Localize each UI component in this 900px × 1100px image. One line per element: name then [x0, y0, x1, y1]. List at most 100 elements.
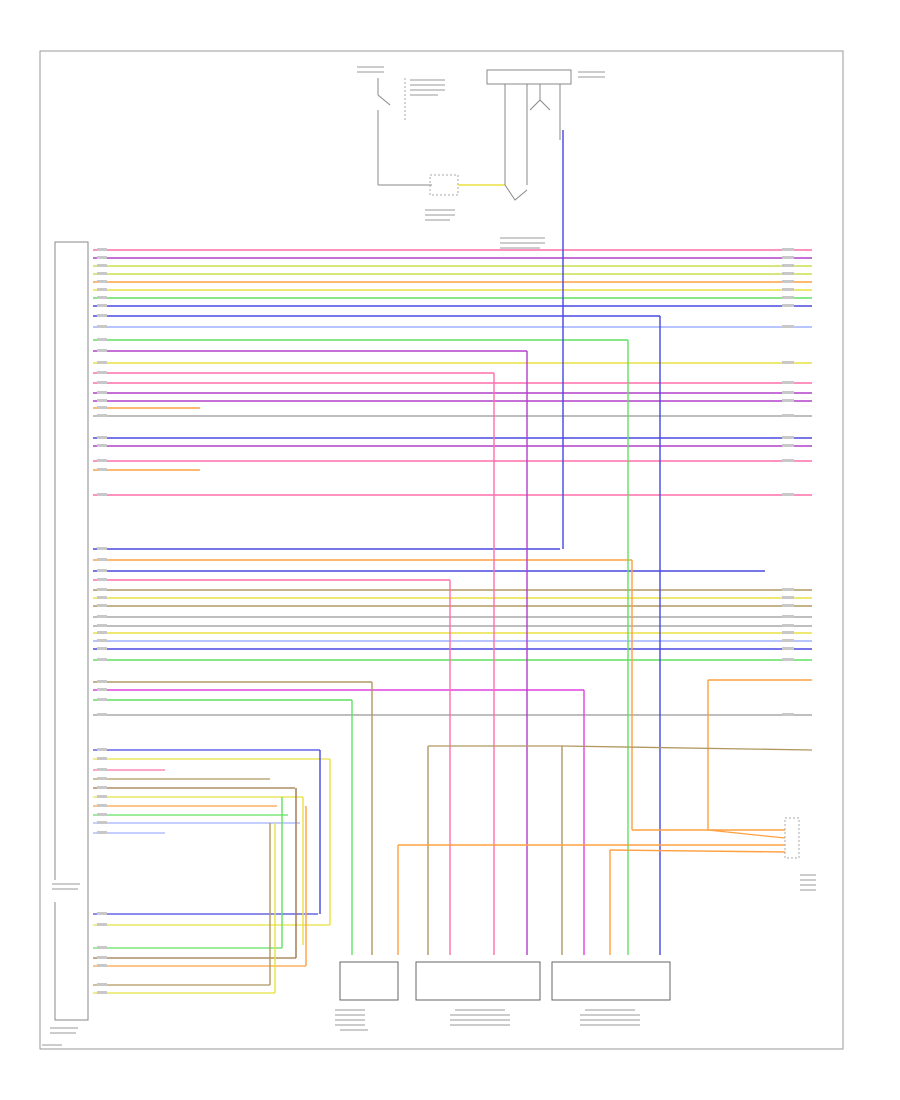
wire-label-mark [782, 248, 794, 251]
wire-label-mark [97, 777, 107, 780]
wire-label-mark [97, 361, 107, 364]
wire-label-mark [97, 280, 107, 283]
wire-label-mark [782, 588, 794, 591]
wire-label-mark [782, 414, 794, 417]
wire-label-mark [97, 588, 107, 591]
wire-label-mark [97, 964, 107, 967]
diagram-frame [39, 50, 844, 1050]
horizontal-wires [93, 248, 812, 994]
wire-label-mark [782, 459, 794, 462]
wire-label-mark [97, 831, 107, 834]
wire-label-mark [782, 615, 794, 618]
wire-label-mark [97, 288, 107, 291]
wire-label-mark [97, 757, 107, 760]
wire-label-mark [782, 264, 794, 267]
wire-label-mark [782, 325, 794, 328]
wire-label-mark [782, 444, 794, 447]
wire-label-mark [97, 786, 107, 789]
wire-label-mark [97, 349, 107, 352]
wire-label-mark [782, 280, 794, 283]
top-motor [486, 69, 605, 249]
wire-label-mark [97, 459, 107, 462]
right-door-module [415, 961, 541, 1026]
wire-label-mark [97, 304, 107, 307]
wire-label-mark [97, 414, 107, 417]
wire-label-mark [97, 604, 107, 607]
wire-label-mark [97, 569, 107, 572]
wire-label-mark [782, 399, 794, 402]
wire-label-mark [97, 680, 107, 683]
top-sensor [425, 174, 505, 221]
control-module-label [42, 883, 80, 1046]
wire-label-mark [97, 804, 107, 807]
wire-label-mark [97, 399, 107, 402]
wire-label-mark [782, 361, 794, 364]
vertical-wires [269, 130, 813, 993]
wire-label-mark [97, 956, 107, 959]
wire-label-mark [97, 631, 107, 634]
wire-label-mark [97, 615, 107, 618]
wire-label-mark [782, 658, 794, 661]
wire-label-mark [97, 256, 107, 259]
wire-label-mark [97, 248, 107, 251]
wire-label-mark [97, 647, 107, 650]
wire-label-mark [97, 338, 107, 341]
wire-label-mark [782, 713, 794, 716]
wire-label-mark [782, 296, 794, 299]
wire-label-mark [97, 391, 107, 394]
wire-label-mark [782, 624, 794, 627]
wire-label-mark [97, 444, 107, 447]
wire-label-mark [97, 946, 107, 949]
wire-label-mark [97, 547, 107, 550]
wire-label-mark [97, 296, 107, 299]
wire-label-mark [782, 391, 794, 394]
wire-label-mark [97, 264, 107, 267]
wire-orange [707, 829, 786, 839]
control-module-label-bg [52, 880, 86, 902]
wire-label-mark [97, 272, 107, 275]
wire-label-mark [97, 983, 107, 986]
wire-label-mark [782, 381, 794, 384]
wire-label-mark [97, 795, 107, 798]
wire-label-mark [97, 436, 107, 439]
wire-label-mark [97, 325, 107, 328]
wire-label-mark [782, 647, 794, 650]
wire-label-mark [97, 912, 107, 915]
wire-label-mark [97, 768, 107, 771]
wire-label-mark [782, 639, 794, 642]
wire-label-mark [97, 314, 107, 317]
trunk-module [551, 961, 671, 1026]
wire-label-mark [97, 596, 107, 599]
wire-label-mark [97, 639, 107, 642]
wire-label-mark [97, 748, 107, 751]
wire-orange [609, 849, 786, 853]
connector-c1 [784, 817, 816, 891]
wire-label-mark [97, 688, 107, 691]
wire-label-mark [782, 604, 794, 607]
wire-label-mark [782, 493, 794, 496]
wire-tan [561, 745, 813, 751]
top-switch [357, 66, 445, 186]
wire-label-mark [97, 923, 107, 926]
wire-label-mark [97, 406, 107, 409]
wire-label-mark [782, 436, 794, 439]
wire-label-mark [97, 658, 107, 661]
wire-label-mark [97, 624, 107, 627]
wire-label-mark [782, 288, 794, 291]
wire-label-mark [97, 713, 107, 716]
wire-label-mark [97, 493, 107, 496]
wire-label-mark [97, 371, 107, 374]
wire-label-mark [782, 256, 794, 259]
wire-label-mark [97, 698, 107, 701]
wire-label-mark [97, 578, 107, 581]
wire-label-mark [782, 272, 794, 275]
left-door-module [335, 961, 399, 1031]
wire-label-mark [782, 304, 794, 307]
control-module-box [54, 241, 89, 1021]
wire-label-mark [97, 381, 107, 384]
wire-label-mark [97, 558, 107, 561]
wire-label-mark [782, 596, 794, 599]
wire-label-mark [97, 821, 107, 824]
